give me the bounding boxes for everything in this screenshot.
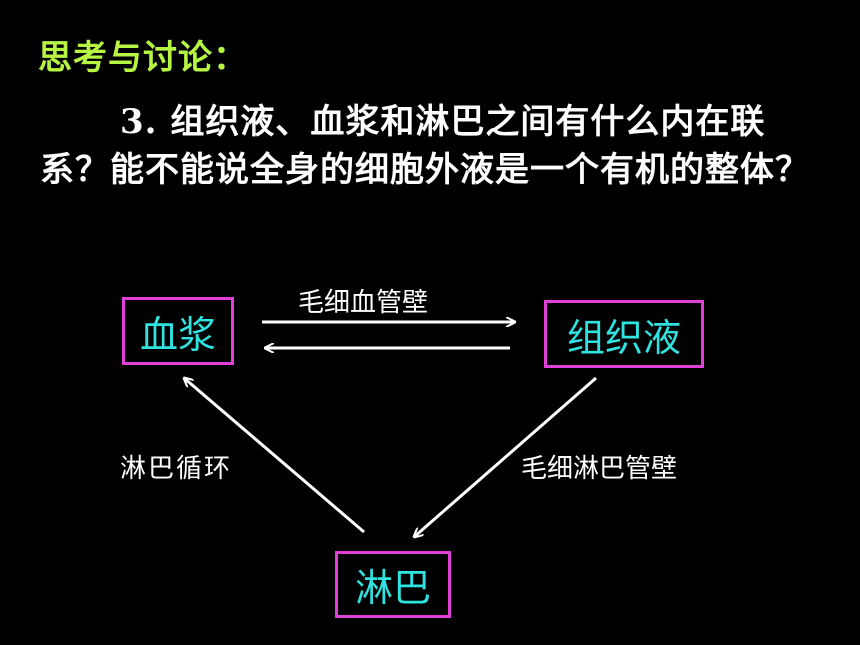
lymph-capillary-wall-label: 毛细淋巴管壁 [521, 454, 678, 484]
lymph-node: 淋巴 [335, 551, 451, 618]
lymph-label: 淋巴 [354, 566, 431, 610]
tissue-fluid-label: 组织液 [566, 315, 681, 360]
plasma-label: 血浆 [139, 312, 216, 357]
capillary-wall-label: 毛细血管壁 [298, 288, 429, 318]
plasma-node: 血浆 [122, 297, 234, 365]
arrow-tissue-to-lymph [414, 376, 597, 537]
discussion-heading: 思考与讨论： [38, 38, 248, 78]
question-body: 组织液、血浆和淋巴之间有什么内在联系？能不能说全身的细胞外液是一个有机的整体？ [40, 102, 810, 190]
lymph-circulation-label: 淋巴循环 [120, 454, 233, 484]
question-text: 3. 组织液、血浆和淋巴之间有什么内在联系？能不能说全身的细胞外液是一个有机的整… [40, 98, 830, 194]
question-number: 3. [120, 102, 158, 142]
arrow-lymph-to-plasma [184, 378, 365, 534]
tissue-fluid-node: 组织液 [544, 300, 704, 368]
